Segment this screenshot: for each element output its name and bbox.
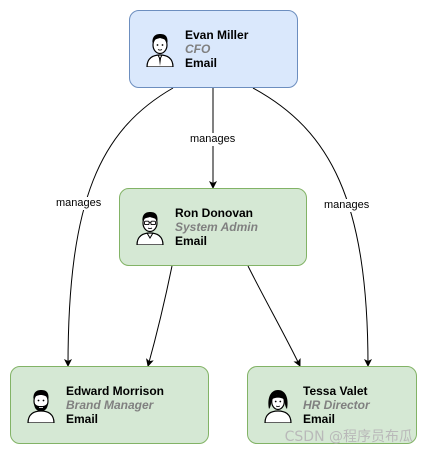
man-with-tie-avatar-icon	[146, 34, 174, 67]
person-card-edward-morrison[interactable]: Edward Morrison Brand Manager Email	[10, 366, 209, 444]
edge-ron-to-edward	[146, 265, 173, 367]
person-name: Evan Miller	[185, 28, 249, 42]
woman-avatar-icon	[264, 390, 292, 423]
person-card-tessa-valet[interactable]: Tessa Valet HR Director Email	[247, 366, 417, 444]
man-with-glasses-avatar-icon	[136, 212, 164, 245]
email-link[interactable]: Email	[185, 56, 218, 70]
edge-ron-to-tessa	[247, 265, 301, 367]
person-card-ron-donovan[interactable]: Ron Donovan System Admin Email	[119, 188, 307, 266]
edge-label-evan-to-edward: manages	[55, 197, 103, 210]
email-link[interactable]: Email	[66, 412, 99, 426]
person-name: Tessa Valet	[303, 384, 368, 398]
person-name: Ron Donovan	[175, 206, 253, 220]
edge-evan-to-edward	[64, 87, 174, 367]
person-info: Edward Morrison Brand Manager Email	[66, 384, 164, 426]
email-link[interactable]: Email	[303, 412, 336, 426]
person-info: Evan Miller CFO Email	[185, 28, 248, 70]
bearded-man-avatar-icon	[27, 390, 55, 423]
person-role: CFO	[185, 42, 211, 56]
person-info: Ron Donovan System Admin Email	[175, 206, 258, 248]
person-name: Edward Morrison	[66, 384, 165, 398]
person-role: HR Director	[303, 398, 370, 412]
watermark: CSDN @程序员布瓜	[284, 429, 413, 445]
email-link[interactable]: Email	[175, 234, 208, 248]
edge-label-evan-to-tessa: manages	[323, 199, 371, 212]
edge-label-evan-to-ron: manages	[189, 133, 237, 146]
person-role: Brand Manager	[66, 398, 154, 412]
person-role: System Admin	[175, 220, 258, 234]
person-card-evan-miller[interactable]: Evan Miller CFO Email	[129, 10, 298, 88]
person-info: Tessa Valet HR Director Email	[303, 384, 370, 426]
edge-evan-to-tessa	[252, 87, 372, 367]
